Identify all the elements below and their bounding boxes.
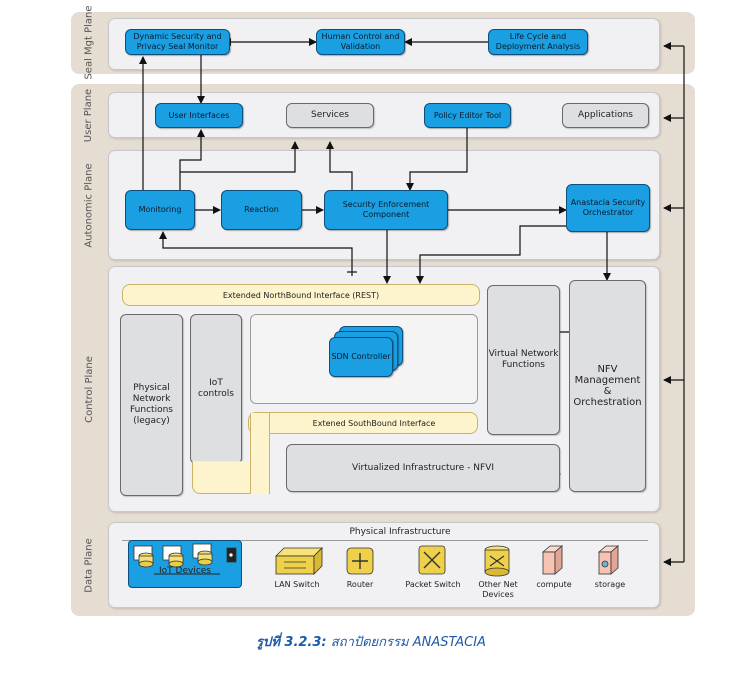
device-label-other-devices: Other Net Devices [478,580,518,599]
policy-editor-box: Policy Editor Tool [424,103,511,128]
northbound-interface: Extended NorthBound Interface (REST) [122,284,480,306]
vnf-box: Virtual Network Functions [487,285,560,435]
device-label-storage: storage [594,580,626,589]
storage-icon [597,545,620,575]
device-label-packet-switch: Packet Switch [405,580,461,589]
other-devices-icon [484,545,510,577]
device-label-compute: compute [536,580,572,589]
physical-network-functions: Physical Network Functions (legacy) [120,314,183,496]
infrastructure-underline [122,540,648,541]
device-label-router: Router [346,580,374,589]
orchestrator-box: Anastacia Security Orchestrator [566,184,650,232]
sdn-controller-box: SDN Controller [329,337,393,377]
southbound-shape-horizontal [248,412,478,434]
security-enforcement-box: Security Enforcement Component [324,190,448,230]
lifecycle-box: Life Cycle and Deployment Analysis [488,29,588,55]
caption-text: สถาปัตยกรรม ANASTACIA [326,635,486,650]
human-control-box: Human Control and Validation [316,29,405,55]
reaction-box: Reaction [221,190,302,230]
services-box: Services [286,103,374,128]
nfv-mano-box: NFV Management & Orchestration [569,280,646,492]
user-interfaces-box: User Interfaces [155,103,243,128]
compute-icon [541,545,564,575]
packet-switch-icon [418,545,446,575]
iot-controls: IoT controls [190,314,242,464]
lan-switch-icon [275,547,323,575]
nfvi-box: Virtualized Infrastructure - NFVI [286,444,560,492]
figure-caption: รูปที่ 3.2.3: สถาปัตยกรรม ANASTACIA [0,631,742,652]
monitoring-box: Monitoring [125,190,195,230]
southbound-label: Extened SouthBound Interface [312,418,436,428]
applications-box: Applications [562,103,649,128]
physical-infrastructure-title: Physical Infrastructure [349,527,451,537]
southbound-shape-link [250,413,270,494]
caption-prefix: รูปที่ 3.2.3: [256,635,327,650]
iot-devices-label: IoT Devices [159,566,211,576]
device-label-lan-switch: LAN Switch [274,580,320,589]
seal-monitor-box: Dynamic Security and Privacy Seal Monito… [125,29,230,55]
router-icon [346,547,374,575]
